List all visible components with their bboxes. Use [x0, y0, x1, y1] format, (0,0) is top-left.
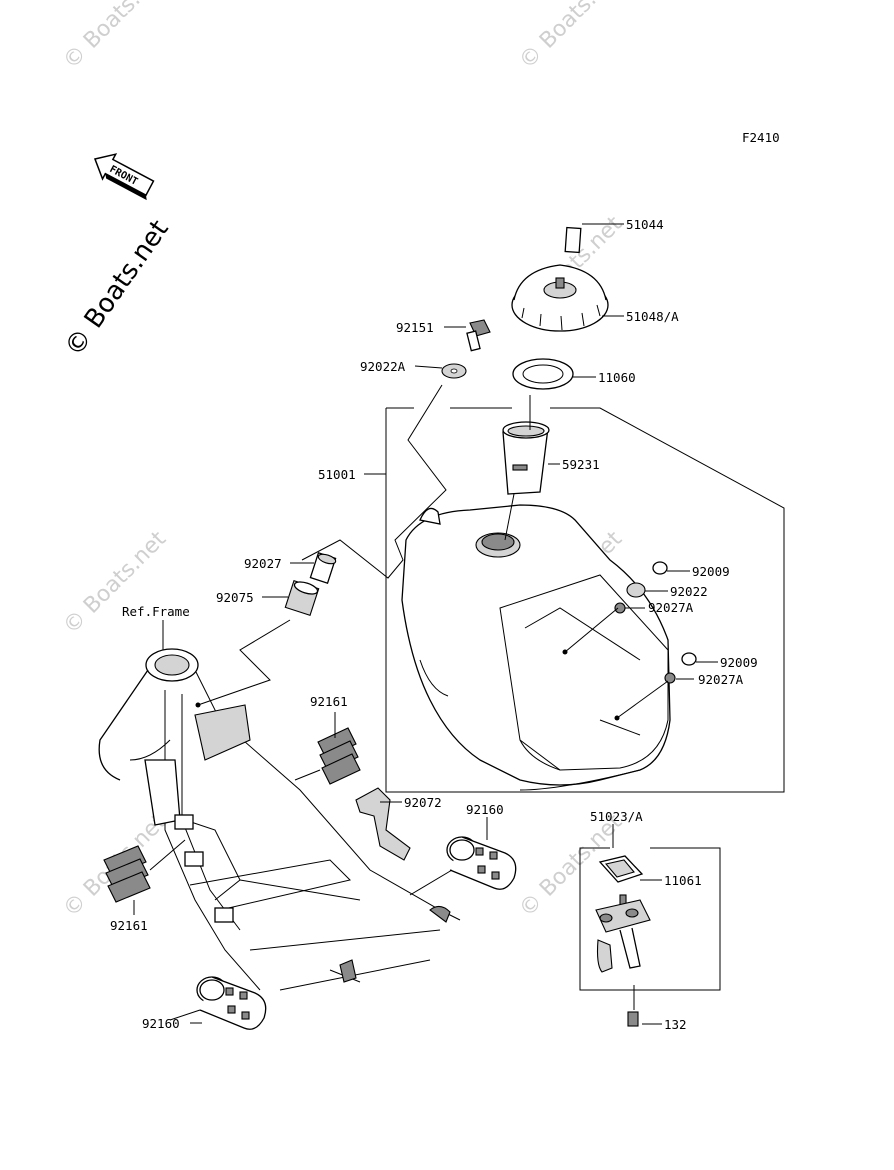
fuel-filter — [502, 421, 550, 495]
label-92075: 92075 — [216, 590, 254, 605]
rubber-92160-bottom — [196, 976, 267, 1030]
label-92027: 92027 — [244, 556, 282, 571]
label-ref-frame: Ref.Frame — [122, 604, 190, 619]
label-132: 132 — [664, 1017, 687, 1032]
fuel-tap-box — [579, 847, 721, 991]
label-92009-top: 92009 — [692, 564, 730, 579]
label-51044: 51044 — [626, 217, 664, 232]
watermark: © Boats.net — [515, 0, 628, 74]
fuel-tap — [595, 855, 651, 1027]
label-92027a-top: 92027A — [648, 600, 694, 615]
label-92022a: 92022A — [360, 359, 406, 374]
label-51001: 51001 — [318, 467, 356, 482]
figure-code: F2410 — [742, 130, 780, 145]
label-92072: 92072 — [404, 795, 442, 810]
bolt-92151 — [466, 319, 491, 352]
label-92009-bottom: 92009 — [720, 655, 758, 670]
rubber-92160-right — [446, 836, 517, 890]
breather-hose — [555, 140, 637, 257]
part-labels: 51044 51048/A 92151 11060 92022A 59231 5… — [110, 217, 758, 1032]
rubber-92161-left — [103, 845, 151, 903]
label-92161-left: 92161 — [110, 918, 148, 933]
tank-assembly-box — [385, 407, 785, 793]
fuel-tank — [401, 504, 671, 791]
label-11060: 11060 — [598, 370, 636, 385]
label-92160-right: 92160 — [466, 802, 504, 817]
front-arrow-icon: FRONT — [93, 153, 155, 201]
label-92160-bottom: 92160 — [142, 1016, 180, 1031]
frame — [98, 648, 461, 991]
label-92161-top: 92161 — [310, 694, 348, 709]
copyright-text: © Boats.net — [59, 215, 175, 362]
watermark: © Boats.net — [59, 526, 172, 639]
label-11061: 11061 — [664, 873, 702, 888]
fuel-cap — [511, 264, 609, 332]
label-51023a: 51023/A — [590, 809, 643, 824]
leader-lines — [133, 223, 718, 1025]
collar-92027 — [309, 552, 337, 584]
rubber-92161-upper — [317, 727, 361, 785]
label-92022: 92022 — [670, 584, 708, 599]
tank-hardware — [614, 561, 697, 684]
damper-92075 — [284, 579, 320, 617]
label-92027a-bottom: 92027A — [698, 672, 744, 687]
label-51048a: 51048/A — [626, 309, 679, 324]
label-59231: 59231 — [562, 457, 600, 472]
bracket-92072 — [355, 787, 411, 861]
label-92151: 92151 — [396, 320, 434, 335]
watermark: © Boats.net — [59, 0, 172, 74]
